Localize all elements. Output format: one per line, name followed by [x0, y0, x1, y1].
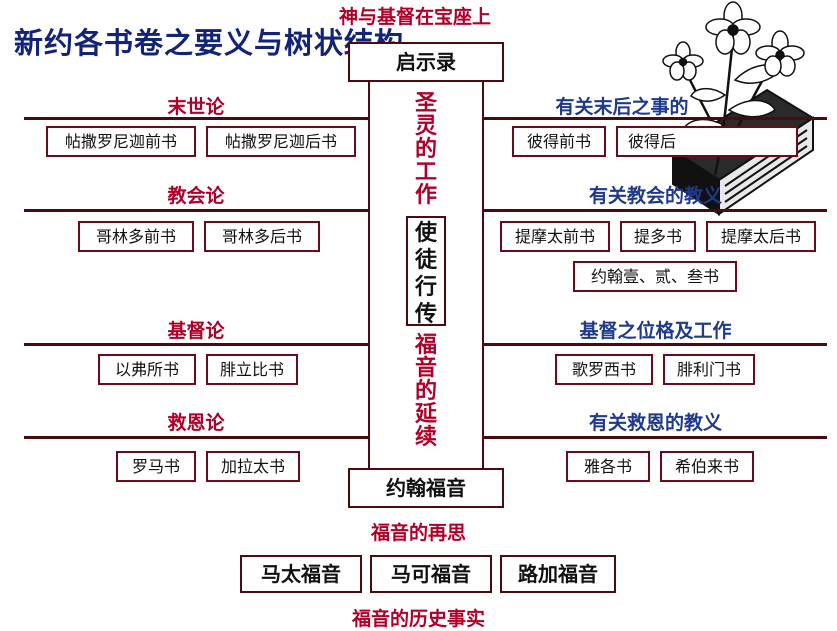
vchar: 使	[414, 221, 437, 246]
branch-line	[24, 117, 368, 120]
book-box: 彼得前书	[512, 126, 606, 157]
left-heading-soteriology: 救恩论	[167, 412, 225, 434]
book-box: 加拉太书	[206, 451, 300, 482]
book-box: 罗马书	[116, 451, 196, 482]
left-heading-ecclesiology: 教会论	[167, 185, 225, 207]
book-box: 帖撒罗尼迦后书	[206, 126, 356, 157]
holy-spirit-work-label: 圣 灵 的 工 作	[411, 92, 441, 207]
vchar: 延	[414, 402, 437, 427]
gospel-box: 马太福音	[240, 555, 362, 593]
tree-trunk	[368, 72, 484, 474]
gospel-box: 马可福音	[370, 555, 492, 593]
vchar: 续	[414, 425, 437, 450]
book-box: 歌罗西书	[555, 354, 653, 385]
book-box: 帖撒罗尼迦前书	[46, 126, 196, 157]
vchar: 徒	[414, 248, 437, 273]
book-box: 提摩太后书	[706, 221, 816, 252]
vchar: 灵	[414, 114, 437, 139]
book-box: 提多书	[620, 221, 696, 252]
book-box: 腓利门书	[663, 354, 755, 385]
right-heading-church-doctrine: 有关教会的教义	[588, 185, 722, 207]
branch-line	[484, 436, 827, 439]
gospel-rethink-label: 福音的再思	[370, 522, 466, 544]
right-heading-person-work: 基督之位格及工作	[579, 320, 732, 342]
right-heading-last-things: 有关末后之事的	[555, 96, 689, 118]
right-heading-salvation-doctrine: 有关救恩的教义	[588, 412, 722, 434]
acts-box: 使 徒 行 传	[406, 216, 446, 327]
vchar: 福	[414, 333, 437, 358]
book-box: 约翰壹、贰、叁书	[573, 261, 737, 292]
branch-line	[484, 209, 827, 212]
book-box: 以弗所书	[98, 354, 196, 385]
book-box: 彼得后	[616, 126, 798, 157]
left-heading-christology: 基督论	[167, 320, 225, 342]
revelation-box: 启示录	[348, 42, 504, 82]
book-box: 腓立比书	[206, 354, 298, 385]
branch-line	[24, 343, 368, 346]
gospel-box: 路加福音	[500, 555, 616, 593]
vchar: 工	[414, 160, 437, 185]
branch-line	[484, 117, 827, 120]
book-box: 哥林多前书	[78, 221, 194, 252]
branch-line	[24, 436, 368, 439]
page-title: 新约各书卷之要义与树状结构	[14, 26, 405, 60]
vchar: 传	[414, 302, 437, 327]
top-caption: 神与基督在宝座上	[338, 6, 491, 28]
book-box: 哥林多后书	[204, 221, 320, 252]
branch-line	[484, 343, 827, 346]
book-box: 希伯来书	[660, 451, 754, 482]
left-heading-eschatology: 末世论	[167, 96, 225, 118]
vchar: 的	[414, 379, 437, 404]
branch-line	[24, 209, 368, 212]
john-gospel-box: 约翰福音	[348, 468, 504, 508]
vchar: 的	[414, 137, 437, 162]
vchar: 作	[414, 183, 437, 208]
book-box: 雅各书	[566, 451, 650, 482]
vchar: 圣	[414, 91, 437, 116]
gospel-history-label: 福音的历史事实	[351, 608, 485, 630]
vchar: 音	[414, 356, 437, 381]
book-box: 提摩太前书	[500, 221, 610, 252]
gospel-continuation-label: 福 音 的 延 续	[411, 334, 441, 449]
vchar: 行	[414, 275, 437, 300]
